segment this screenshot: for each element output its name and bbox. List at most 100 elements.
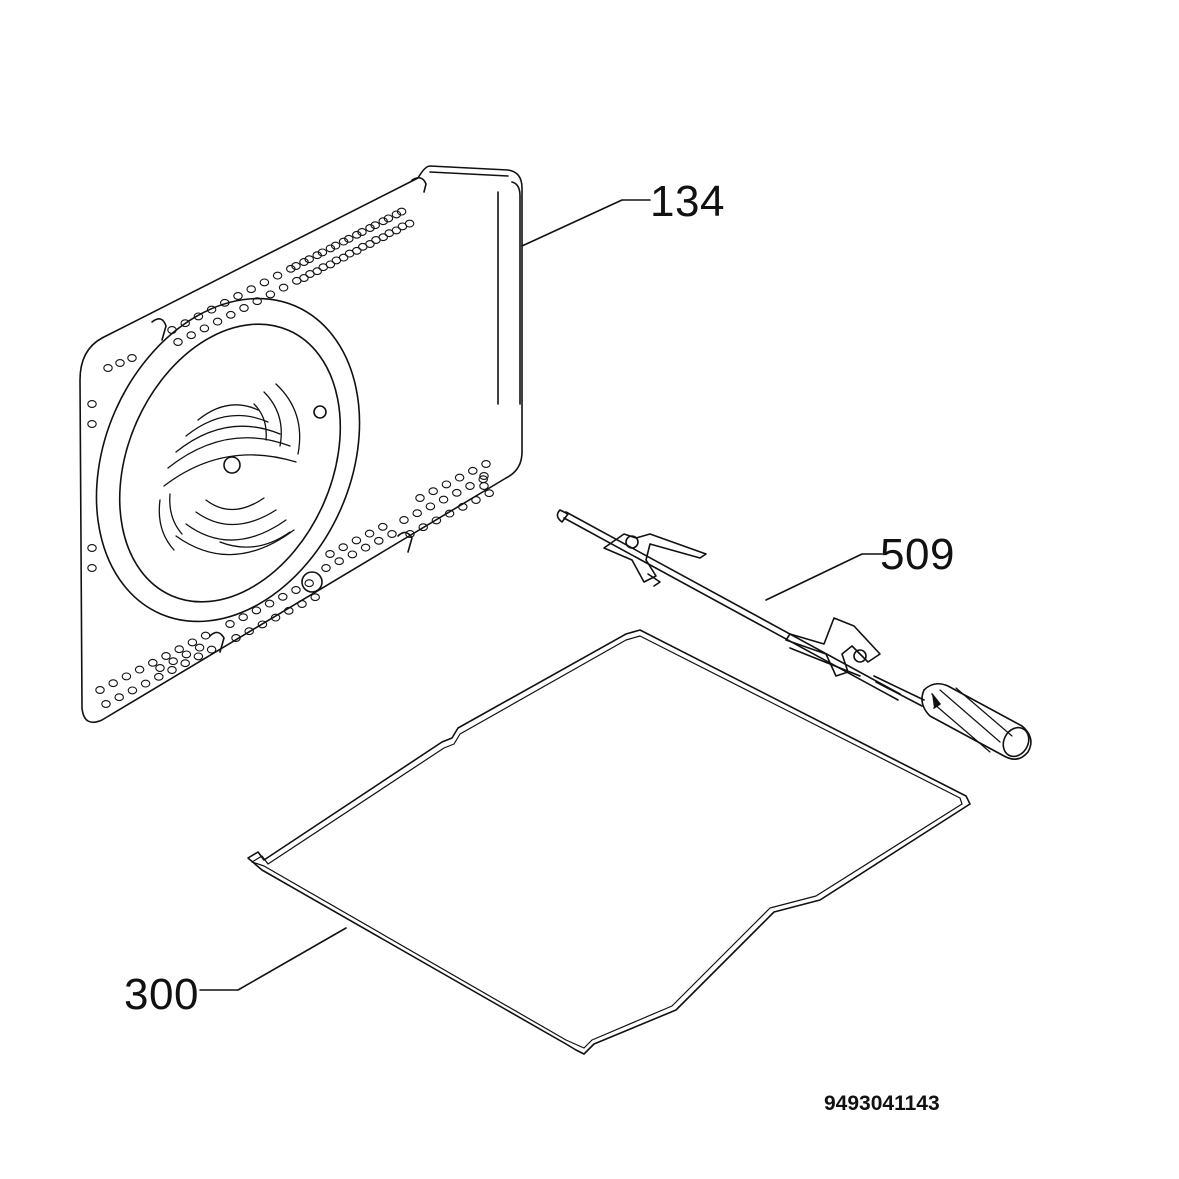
perforation-hole — [244, 627, 254, 636]
perforation-hole — [325, 260, 336, 269]
perforation-hole — [370, 221, 380, 230]
perforation-hole — [259, 278, 270, 287]
perforation-hole — [231, 634, 241, 642]
perforation-hole — [278, 283, 289, 292]
perforation-hole — [206, 645, 217, 654]
perforation-hole — [174, 645, 184, 654]
perforation-hole — [226, 310, 236, 319]
perforation-hole — [284, 606, 294, 615]
perforation-hole — [87, 400, 97, 408]
perforation-hole — [161, 652, 171, 660]
perforation-hole — [173, 338, 183, 346]
perforation-hole — [415, 494, 425, 502]
perforation-hole — [365, 240, 375, 248]
perforation-hole — [404, 219, 415, 228]
perforation-hole — [233, 292, 243, 300]
wire-shelf-icon — [199, 629, 971, 1055]
perforation-hole — [458, 502, 468, 511]
perforation-hole — [360, 543, 371, 552]
perforation-hole — [484, 489, 494, 498]
rotisserie-spit-icon — [556, 509, 1032, 760]
perforation-hole — [291, 586, 301, 594]
perforation-hole — [425, 502, 436, 511]
perforation-hole — [438, 495, 449, 504]
perforation-hole — [391, 226, 402, 235]
perforation-hole — [468, 466, 478, 475]
perforation-hole — [310, 593, 320, 602]
perforation-hole — [252, 297, 262, 306]
perforation-hole — [212, 317, 223, 326]
perforation-hole — [181, 650, 192, 659]
perforation-hole — [344, 234, 354, 243]
perforation-hole — [352, 246, 362, 255]
perforation-hole — [405, 530, 415, 538]
perforation-hole — [387, 530, 397, 538]
perforation-hole — [297, 600, 307, 608]
perforation-hole — [186, 331, 196, 340]
perforation-hole — [312, 267, 322, 276]
perforation-hole — [155, 664, 165, 672]
perforation-hole — [396, 207, 407, 216]
perforation-hole — [115, 359, 125, 367]
perforation-hole — [299, 274, 309, 282]
perforation-hole — [154, 672, 164, 681]
perforation-hole — [103, 364, 113, 372]
perforation-hole — [378, 233, 388, 242]
perforation-hole — [351, 536, 362, 545]
perforation-hole — [257, 620, 268, 629]
perforation-hole — [220, 298, 230, 307]
perforation-hole — [140, 679, 151, 688]
perforation-hole — [481, 460, 491, 468]
perforation-hole — [418, 523, 428, 532]
perforation-hole — [167, 666, 177, 674]
perforation-hole — [193, 652, 204, 661]
perforation-hole — [399, 516, 409, 524]
perforation-hole — [431, 516, 442, 525]
perforation-hole — [465, 482, 475, 490]
perforation-hole — [121, 672, 132, 681]
perforation-hole — [291, 262, 301, 270]
perforation-hole — [194, 643, 205, 652]
perforation-hole — [272, 271, 283, 280]
perforation-hole — [452, 488, 462, 497]
perforation-hole — [101, 700, 111, 708]
perforation-hole — [87, 564, 97, 572]
oven-back-panel-icon — [79, 165, 523, 724]
perforation-hole — [378, 522, 388, 531]
perforation-hole — [114, 693, 124, 702]
perforation-hole — [180, 659, 190, 668]
perforation-hole — [317, 248, 328, 257]
perforation-hole — [239, 304, 249, 312]
perforation-hole — [148, 658, 158, 667]
perforation-hole — [304, 255, 314, 264]
perforation-hole — [134, 665, 145, 674]
perforation-hole — [193, 312, 204, 321]
perforation-hole — [334, 557, 344, 566]
perforation-hole — [270, 613, 281, 622]
perforation-hole — [357, 228, 367, 236]
perforation-hole — [238, 613, 248, 622]
perforation-hole — [374, 536, 384, 545]
perforation-hole — [167, 326, 177, 334]
perforation-hole — [304, 579, 314, 588]
perforation-hole — [412, 509, 422, 518]
perforation-hole — [251, 606, 262, 615]
perforation-hole — [95, 686, 105, 694]
leader-line-134 — [521, 199, 651, 247]
perforation-hole — [87, 420, 97, 428]
perforation-hole — [187, 638, 198, 647]
callout-300: 300 — [124, 970, 199, 1019]
perforation-hole — [441, 480, 452, 489]
perforation-hole — [325, 550, 335, 558]
perforation-hole — [127, 686, 138, 695]
perforation-hole — [479, 482, 489, 490]
perforation-hole — [444, 509, 455, 518]
perforation-hole — [364, 529, 375, 538]
perforation-hole — [87, 544, 97, 552]
perforation-hole — [199, 324, 210, 333]
perforation-hole — [321, 564, 331, 572]
perforation-hole — [330, 241, 341, 250]
perforation-hole — [206, 305, 217, 314]
